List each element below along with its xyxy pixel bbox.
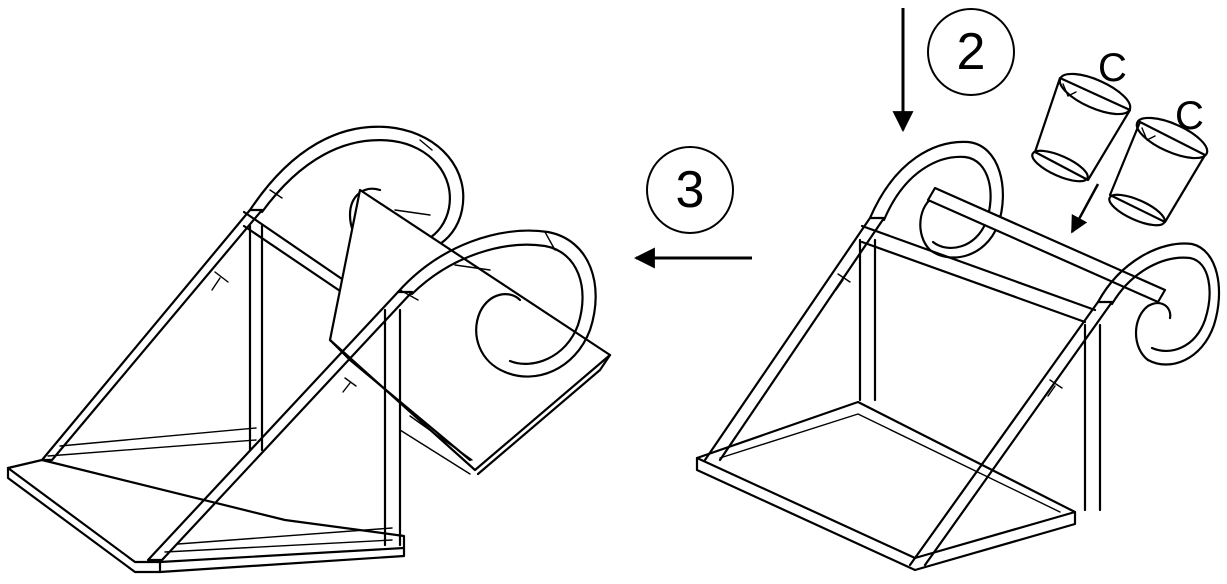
step-3-badge: 3 [646,146,734,234]
front-scroll-left [396,229,597,378]
base-board-left [6,458,406,574]
front-scroll-right [1096,242,1221,366]
step-2-badge: 2 [927,8,1015,96]
front-frame-right [908,300,1114,567]
part-c-label-2: C [1175,94,1204,138]
pot-c-2 [1108,116,1209,227]
part-c-label-1: C [1098,46,1127,90]
arrow-down-left-icon [1070,183,1100,234]
pot-c-1 [1031,72,1132,183]
shelf-frame-right [695,140,1221,572]
step-3-number: 3 [675,161,705,219]
step-2-number: 2 [956,23,986,81]
back-frame-left [40,208,382,462]
shelf-assembled-left [6,125,612,574]
base-board-right [695,400,1077,572]
pots-left [328,188,612,476]
back-frame-right [703,216,1097,462]
front-frame-left [146,290,414,562]
